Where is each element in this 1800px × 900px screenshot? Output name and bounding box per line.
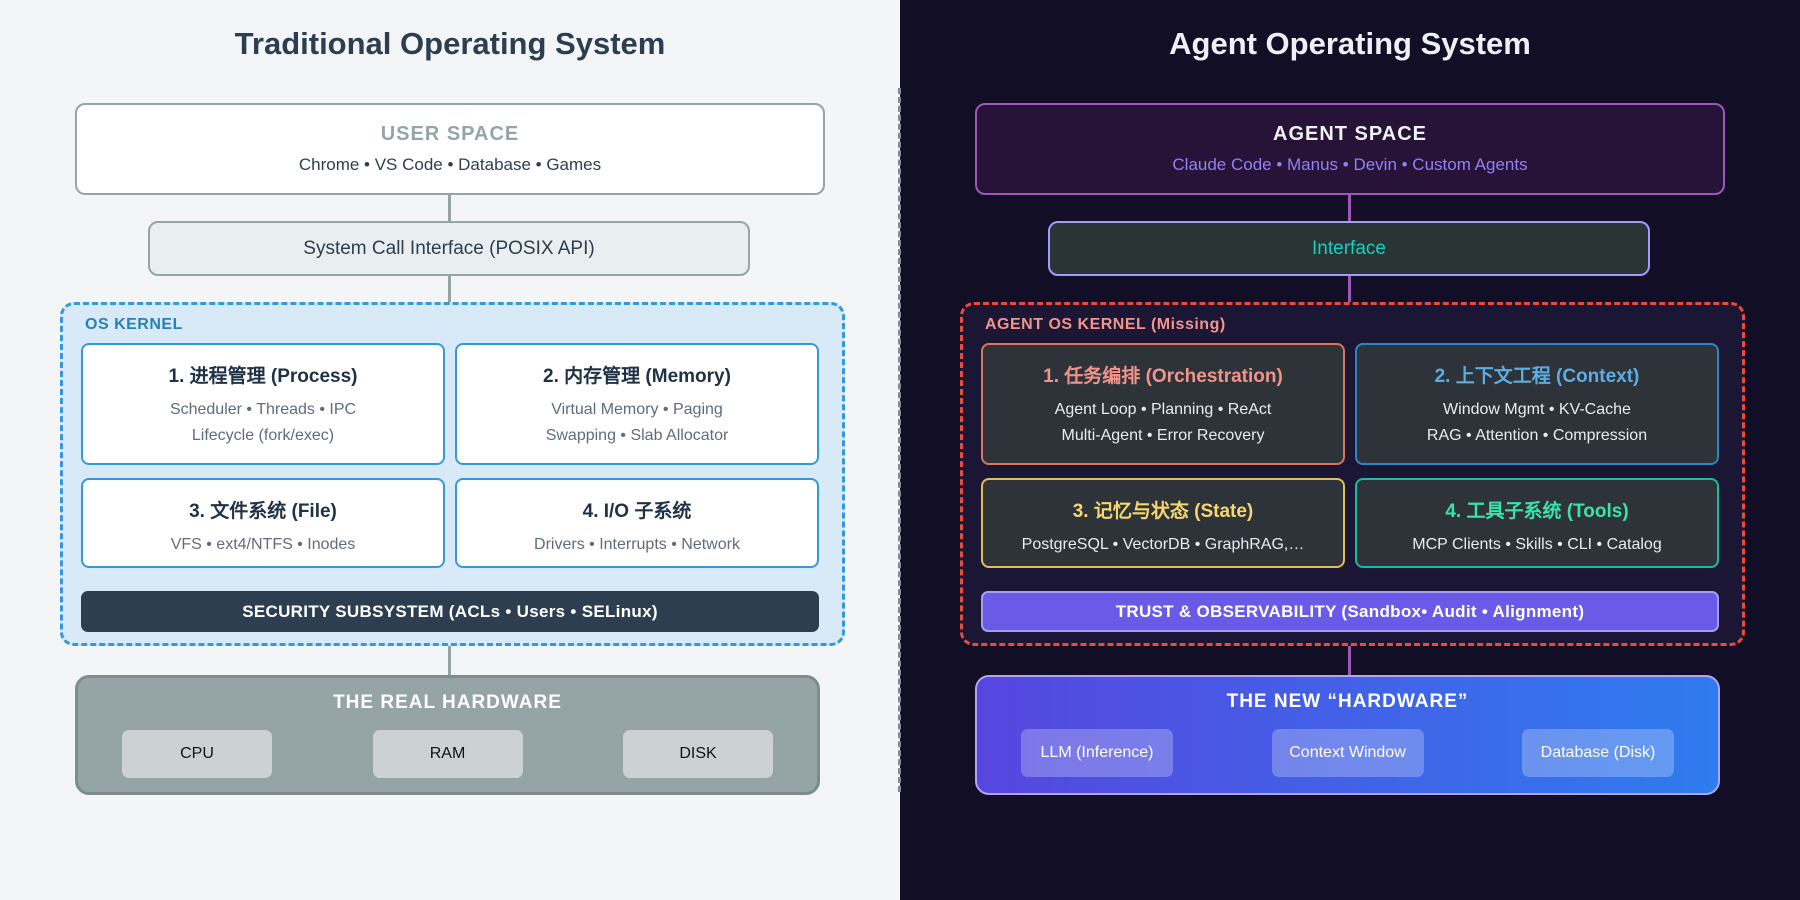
agent-os-title: Agent Operating System (1169, 26, 1531, 61)
module-process-line: Scheduler • Threads • IPC (169, 401, 357, 418)
module-orchestration-line: Agent Loop • Planning • ReAct (1054, 401, 1272, 418)
module-file-line: VFS • ext4/NTFS • Inodes (170, 536, 356, 553)
module-orchestration-line: Multi-Agent • Error Recovery (1061, 427, 1265, 445)
os-kernel-label: OS KERNEL (85, 316, 183, 333)
module-io-line: Drivers • Interrupts • Network (534, 536, 740, 553)
module-orchestration: 1. 任务编排 (Orchestration) Agent Loop • Pla… (981, 343, 1345, 465)
user-space-heading: USER SPACE (380, 123, 520, 145)
module-memory: 2. 内存管理 (Memory) Virtual Memory • Paging… (455, 343, 819, 465)
connector-line (1348, 276, 1351, 302)
module-file: 3. 文件系统 (File) VFS • ext4/NTFS • Inodes (81, 478, 445, 568)
cpu-chip: CPU (122, 730, 272, 778)
trust-observability-bar: TRUST & OBSERVABILITY (Sandbox• Audit • … (981, 591, 1719, 632)
module-io-title: 4. I/O 子系统 (582, 501, 692, 522)
connector-line (448, 646, 451, 675)
module-state: 3. 记忆与状态 (State) PostgreSQL • VectorDB •… (981, 478, 1345, 568)
module-io: 4. I/O 子系统 Drivers • Interrupts • Networ… (455, 478, 819, 568)
module-context-line: RAG • Attention • Compression (1426, 427, 1648, 445)
database-chip: Database (Disk) (1522, 729, 1674, 777)
real-hardware-title: THE REAL HARDWARE (333, 692, 562, 713)
module-memory-line: Swapping • Slab Allocator (545, 427, 729, 445)
module-context-line: Window Mgmt • KV-Cache (1443, 401, 1631, 418)
module-state-line: PostgreSQL • VectorDB • GraphRAG,… (1021, 536, 1305, 553)
os-kernel-module-grid: 1. 进程管理 (Process) Scheduler • Threads • … (81, 343, 819, 568)
module-file-title: 3. 文件系统 (File) (189, 501, 337, 522)
agent-space-agents: Claude Code • Manus • Devin • Custom Age… (1172, 155, 1528, 174)
module-tools-title: 4. 工具子系统 (Tools) (1445, 501, 1629, 522)
connector-line (1348, 646, 1351, 675)
new-hardware-title: THE NEW “HARDWARE” (1226, 691, 1469, 712)
real-hardware-box: THE REAL HARDWARE CPU RAM DISK (75, 675, 820, 795)
os-kernel-container: OS KERNEL 1. 进程管理 (Process) Scheduler • … (60, 302, 845, 646)
connector-line (448, 276, 451, 302)
hardware-chip-row: CPU RAM DISK (78, 730, 817, 780)
module-process-title: 1. 进程管理 (Process) (168, 366, 358, 387)
module-orchestration-title: 1. 任务编排 (Orchestration) (1043, 366, 1283, 387)
module-memory-title: 2. 内存管理 (Memory) (543, 366, 731, 387)
module-tools-line: MCP Clients • Skills • CLI • Catalog (1412, 536, 1662, 553)
ram-chip: RAM (372, 730, 523, 778)
agent-os-kernel-container: AGENT OS KERNEL (Missing) 1. 任务编排 (Orche… (960, 302, 1745, 646)
agent-os-kernel-label: AGENT OS KERNEL (Missing) (985, 316, 1226, 333)
traditional-os-title: Traditional Operating System (234, 26, 666, 61)
context-window-chip: Context Window (1271, 729, 1424, 777)
security-subsystem-bar: SECURITY SUBSYSTEM (ACLs • Users • SELin… (81, 591, 819, 632)
agent-interface-box: Interface (1048, 221, 1650, 276)
module-tools: 4. 工具子系统 (Tools) MCP Clients • Skills • … (1355, 478, 1719, 568)
agent-space-heading: AGENT SPACE (1273, 123, 1427, 145)
user-space-box: USER SPACE Chrome • VS Code • Database •… (75, 103, 825, 195)
module-context: 2. 上下文工程 (Context) Window Mgmt • KV-Cach… (1355, 343, 1719, 465)
module-context-title: 2. 上下文工程 (Context) (1434, 366, 1640, 387)
connector-line (448, 195, 451, 221)
hardware-chip-row: LLM (Inference) Context Window Database … (977, 729, 1718, 779)
llm-chip: LLM (Inference) (1021, 729, 1173, 777)
module-memory-line: Virtual Memory • Paging (551, 401, 723, 418)
module-process: 1. 进程管理 (Process) Scheduler • Threads • … (81, 343, 445, 465)
connector-line (1348, 195, 1351, 221)
traditional-os-panel: Traditional Operating System USER SPACE … (0, 0, 900, 900)
user-space-apps: Chrome • VS Code • Database • Games (298, 155, 602, 174)
disk-chip: DISK (623, 730, 773, 778)
new-hardware-box: THE NEW “HARDWARE” LLM (Inference) Conte… (975, 675, 1720, 795)
agent-kernel-module-grid: 1. 任务编排 (Orchestration) Agent Loop • Pla… (981, 343, 1719, 568)
agent-os-panel: Agent Operating System AGENT SPACE Claud… (900, 0, 1800, 900)
module-state-title: 3. 记忆与状态 (State) (1072, 501, 1254, 522)
module-process-line: Lifecycle (fork/exec) (191, 427, 335, 445)
agent-space-box: AGENT SPACE Claude Code • Manus • Devin … (975, 103, 1725, 195)
syscall-interface-box: System Call Interface (POSIX API) (148, 221, 750, 276)
center-divider-dashed-line (898, 88, 901, 792)
